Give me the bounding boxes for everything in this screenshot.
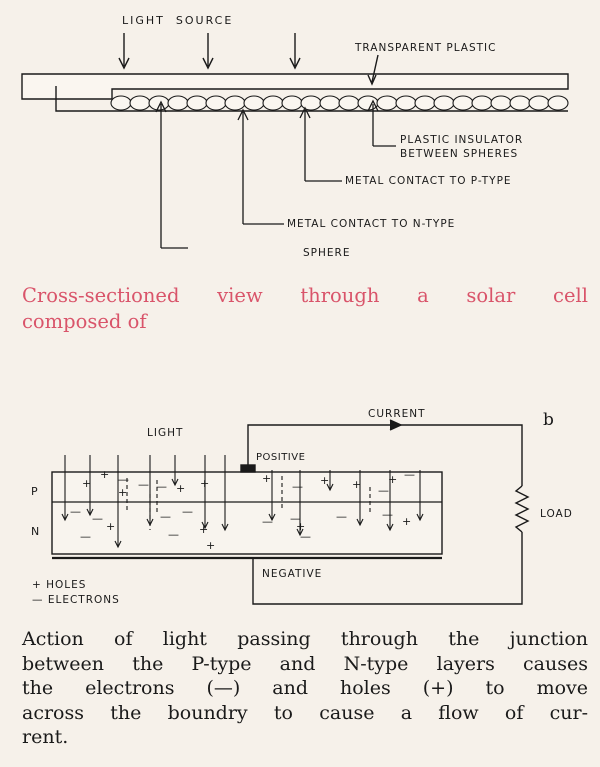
electron-sign: — <box>80 530 91 543</box>
p-layer-label: P <box>31 485 39 498</box>
electron-sign: — <box>336 510 347 523</box>
caption-cross-section: Cross-sectioned view through a solar cel… <box>22 283 588 335</box>
light-ray-head <box>61 513 69 522</box>
electron-sign: — <box>262 515 273 528</box>
transparent-plastic-label: TRANSPARENT PLASTIC <box>355 42 497 54</box>
electron-sign: — <box>156 480 167 493</box>
electron-sign: — <box>378 484 389 497</box>
plastic-insulator-label-line2: BETWEEN SPHERES <box>400 148 519 160</box>
panel-letter: b <box>543 410 554 430</box>
caption-b-line5: rent. <box>22 726 69 748</box>
hole-sign: + <box>206 539 215 552</box>
hole-sign: + <box>296 520 305 533</box>
hole-sign: + <box>176 482 185 495</box>
light-ray-head <box>386 523 394 532</box>
hole-sign: + <box>118 486 127 499</box>
caption-b-line1: Action of light passing through the junc… <box>22 628 588 650</box>
electron-sign: — <box>404 468 415 481</box>
electron-sign: — <box>300 530 311 543</box>
sphere-row <box>110 95 569 111</box>
current-wire-bottom <box>252 532 523 605</box>
light-ray-head <box>171 478 179 487</box>
hole-sign: + <box>388 473 397 486</box>
carrier-signs: ++—+——+++—++—+———+——+——+——+——+— <box>70 468 415 552</box>
hole-sign: + <box>352 478 361 491</box>
solar-cell-cross-section-diagram <box>21 33 569 249</box>
plastic-insulator-label-line1: PLASTIC INSULATOR <box>400 134 524 146</box>
electron-sign: — <box>382 508 393 521</box>
electron-sign: — <box>70 505 81 518</box>
positive-contact <box>240 464 256 473</box>
electron-sign: — <box>160 510 171 523</box>
n-layer-label: N <box>31 525 41 538</box>
caption-b-line4: across the boundry to cause a flow of cu… <box>22 701 588 724</box>
light-ray-head <box>86 508 94 517</box>
light-ray-head <box>268 513 276 522</box>
light-rays <box>61 455 424 549</box>
electron-sign: — <box>138 478 149 491</box>
carrier-flow-arrows <box>126 474 371 530</box>
substrate-layer <box>55 86 568 112</box>
electron-sign: — <box>92 512 103 525</box>
load-resistor <box>514 485 530 533</box>
hole-sign: + <box>402 515 411 528</box>
caption-pn-junction: Action of light passing through the junc… <box>22 627 588 750</box>
electron-sign: — <box>118 473 129 486</box>
hole-sign: + <box>262 472 271 485</box>
current-arrow <box>389 419 403 431</box>
caption-a-line1: Cross-sectioned view through a solar cel… <box>22 284 588 307</box>
current-wire-top <box>247 424 523 486</box>
cell-body <box>51 471 443 555</box>
light-ray-head <box>356 518 364 527</box>
electron-sign: — <box>290 512 301 525</box>
light-source-label: LIGHT SOURCE <box>122 14 234 27</box>
hole-sign: + <box>320 474 329 487</box>
light-label: LIGHT <box>147 427 184 439</box>
light-arrows <box>118 33 301 70</box>
legend-electrons: — ELECTRONS <box>32 594 120 606</box>
negative-label: NEGATIVE <box>262 568 323 580</box>
sphere <box>547 95 569 111</box>
light-ray-head <box>114 540 122 549</box>
positive-label: POSITIVE <box>256 452 306 463</box>
sphere-label: SPHERE <box>303 247 351 259</box>
caption-a-line2: composed of <box>22 310 147 333</box>
caption-b-line2: between the P-type and N-type layers cau… <box>22 652 588 675</box>
hole-sign: + <box>82 477 91 490</box>
light-ray-head <box>296 528 304 537</box>
legend-holes: + HOLES <box>32 579 87 591</box>
light-ray-head <box>416 513 424 522</box>
pn-junction-diagram: ++—+——+++—++—+———+——+——+——+——+— <box>51 419 530 605</box>
current-label: CURRENT <box>368 408 426 420</box>
metal-contact-n-label: METAL CONTACT TO N-TYPE <box>287 218 456 230</box>
hole-sign: + <box>100 468 109 481</box>
electron-sign: — <box>168 528 179 541</box>
light-ray-head <box>326 483 334 492</box>
hole-sign: + <box>199 523 208 536</box>
caption-b-line3: the electrons (—) and holes (+) to move <box>22 677 588 699</box>
light-ray-head <box>221 523 229 532</box>
electron-sign: — <box>182 505 193 518</box>
light-ray-head <box>201 521 209 530</box>
metal-contact-p-label: METAL CONTACT TO P-TYPE <box>345 175 512 187</box>
load-label: LOAD <box>540 508 573 520</box>
hole-sign: + <box>106 520 115 533</box>
transparent-plastic-layer <box>21 73 569 100</box>
electron-sign: — <box>292 480 303 493</box>
hole-sign: + <box>200 477 209 490</box>
